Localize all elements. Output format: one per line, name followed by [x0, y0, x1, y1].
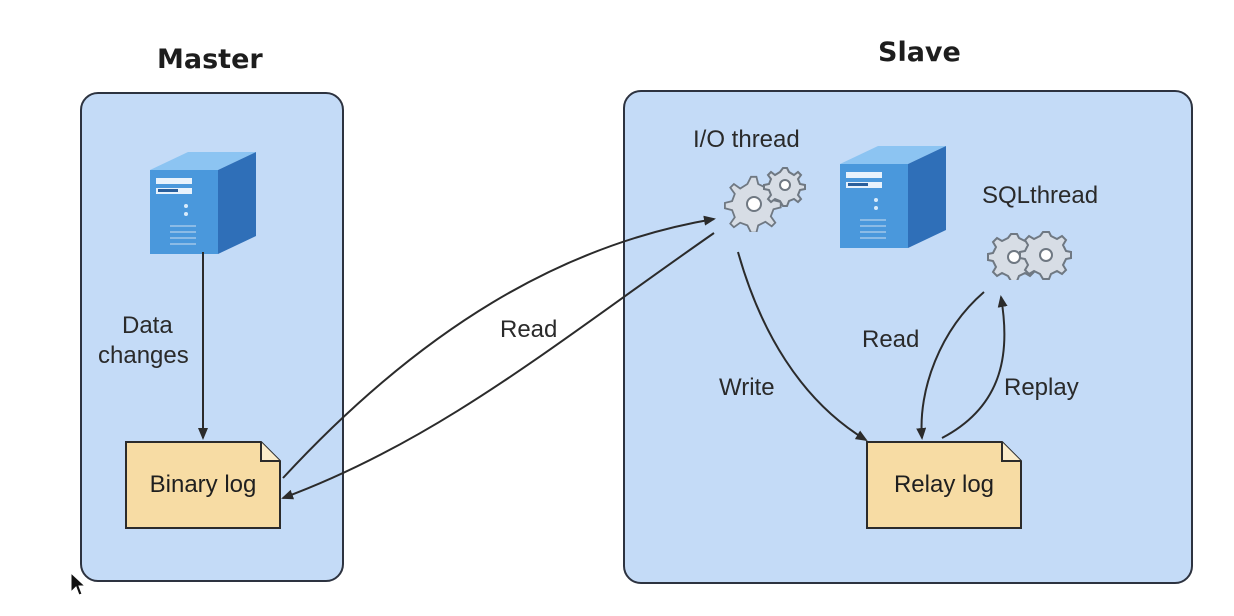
sql-thread-gears-icon: [986, 230, 1072, 284]
read-response-arrow: [281, 232, 715, 500]
read-request-arrow: [282, 215, 716, 479]
relay-read-arrow: [916, 291, 985, 440]
mouse-cursor-icon: [70, 571, 87, 602]
write-label: Write: [719, 374, 775, 401]
relay-log-label: Relay log: [893, 471, 995, 498]
read-relay-label: Read: [862, 326, 920, 353]
slave-title: Slave: [878, 37, 961, 68]
data-changes-label-line2: changes: [98, 342, 189, 369]
read-master-label: Read: [500, 316, 558, 343]
io-thread-label: I/O thread: [693, 126, 800, 153]
master-title: Master: [157, 44, 263, 75]
io-thread-gears-icon: [722, 166, 806, 236]
write-arrow: [737, 251, 868, 442]
sql-thread-label: SQLthread: [982, 182, 1099, 209]
binary-log-document: Binary log: [125, 441, 281, 529]
master-server-icon: [148, 148, 260, 262]
relay-log-document: Relay log: [866, 441, 1022, 529]
replay-arrow: [941, 295, 1008, 439]
slave-server-icon: [838, 142, 950, 256]
binary-log-label: Binary log: [149, 471, 257, 498]
replay-label: Replay: [1004, 374, 1079, 401]
data-changes-label-line1: Data: [122, 312, 173, 339]
